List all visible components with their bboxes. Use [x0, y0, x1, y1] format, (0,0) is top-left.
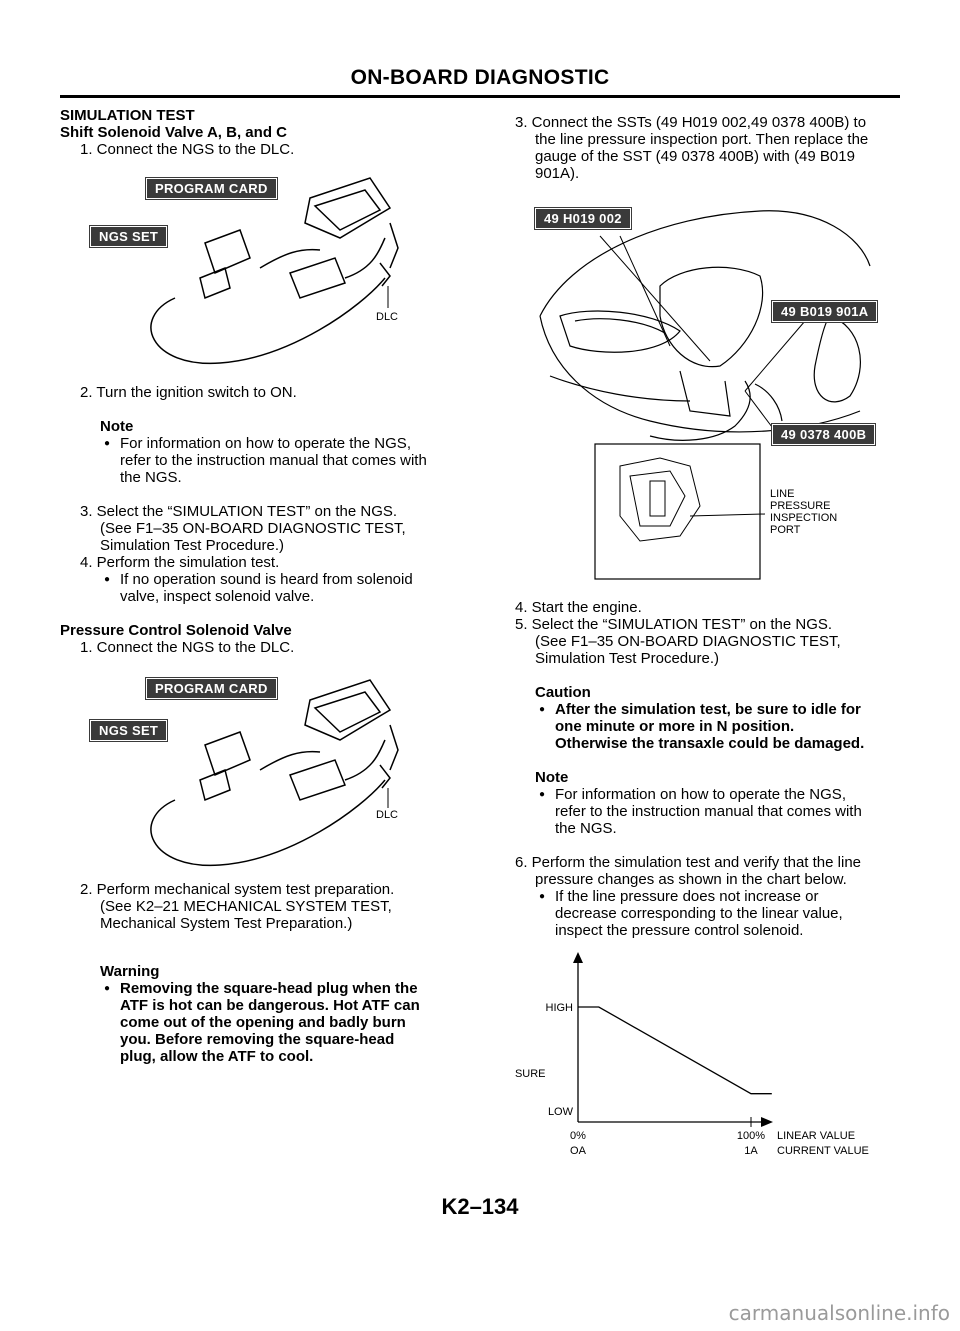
left-intro: SIMULATION TEST Shift Solenoid Valve A, …: [60, 107, 480, 158]
sst-tag-h019: 49 H019 002: [534, 207, 632, 230]
y-tick-low: LOW: [548, 1106, 574, 1118]
right-step-6-line-1: 6. Perform the simulation test and verif…: [515, 854, 862, 871]
ngs-diagram-2: [150, 679, 399, 867]
warning-line-1: Removing the square-head plug when the: [120, 980, 418, 997]
ngs-set-tag-1: NGS SET: [88, 225, 169, 248]
x-tick-0-current: OA: [570, 1145, 587, 1157]
ngs-connection-figure-1: PROGRAM CARD NGS SET DLC: [88, 168, 420, 378]
right-step-5-line-3: Simulation Test Procedure.): [535, 650, 719, 667]
step-6-bullet: If the line pressure does not increase o…: [539, 888, 900, 939]
x-tick-0-linear: 0%: [570, 1130, 586, 1142]
right-step-3-line-1: 3. Connect the SSTs (49 H019 002,49 0378…: [515, 114, 867, 131]
y-tick-high: HIGH: [546, 1002, 574, 1014]
right-note-line-2: refer to the instruction manual that com…: [555, 803, 862, 820]
program-card-tag-1: PROGRAM CARD: [145, 177, 278, 200]
x-tick-100-current: 1A: [744, 1145, 758, 1157]
page-number: K2–134: [441, 1194, 519, 1219]
right-step-3-line-4: 901A).: [535, 165, 580, 182]
shift-solenoid-subtitle: Shift Solenoid Valve A, B, and C: [60, 124, 287, 141]
pcv-step-1: 1. Connect the NGS to the DLC.: [80, 639, 295, 656]
left-note-line-2: refer to the instruction manual that com…: [120, 452, 427, 469]
left-step-3-line-3: Simulation Test Procedure.): [100, 537, 284, 554]
pcv-step-2-line-1: 2. Perform mechanical system test prepar…: [80, 881, 395, 898]
right-steps-block: 4. Start the engine. 5. Select the “SIMU…: [515, 599, 900, 939]
right-note-line-3: the NGS.: [555, 820, 617, 837]
left-step-4-bullet-line-2: valve, inspect solenoid valve.: [120, 588, 315, 605]
step-6-bullet-line-2: decrease corresponding to the linear val…: [555, 905, 843, 922]
left-steps-block: 2. Turn the ignition switch to ON. Note …: [60, 384, 490, 656]
program-card-tag-2: PROGRAM CARD: [145, 677, 278, 700]
simulation-test-title: SIMULATION TEST: [60, 107, 195, 124]
caution-line-3: Otherwise the transaxle could be damaged…: [555, 735, 865, 752]
sst-tag-b019: 49 B019 901A: [770, 300, 879, 323]
warning-line-3: come out of the opening and badly burn: [120, 1014, 406, 1031]
ngs-set-tag-2: NGS SET: [88, 719, 169, 742]
right-note-line-1: For information on how to operate the NG…: [555, 786, 846, 803]
warning-label: Warning: [100, 963, 160, 980]
line-pressure-series: [578, 1006, 772, 1095]
left-note-bullet: For information on how to operate the NG…: [104, 435, 490, 486]
port-label-line-4: PORT: [770, 524, 801, 536]
left-step-4-bullet-line-1: If no operation sound is heard from sole…: [120, 571, 413, 588]
right-step-5-line-1: 5. Select the “SIMULATION TEST” on the N…: [515, 616, 833, 633]
pcv-step-2-line-2: (See K2–21 MECHANICAL SYSTEM TEST,: [100, 898, 392, 915]
left-note-line-3: the NGS.: [120, 469, 182, 486]
right-note-label: Note: [535, 769, 569, 786]
pressure-control-title: Pressure Control Solenoid Valve: [60, 622, 292, 639]
left-step-4: 4. Perform the simulation test.: [80, 554, 280, 571]
left-step-3-line-2: (See F1–35 ON-BOARD DIAGNOSTIC TEST,: [100, 520, 406, 537]
caution-line-1: After the simulation test, be sure to id…: [555, 701, 861, 718]
line-pressure-chart: HIGH LOW LINE PRESSURE 0% OA 100% 1A LIN…: [515, 952, 869, 1157]
right-step-6-line-2: pressure changes as shown in the chart b…: [535, 871, 847, 888]
caution-label: Caution: [535, 684, 591, 701]
x-axis-label-current: CURRENT VALUE: [777, 1145, 869, 1157]
caution-line-2: one minute or more in N position.: [555, 718, 795, 735]
pcv-step-2-line-3: Mechanical System Test Preparation.): [100, 915, 353, 932]
warning-line-2: ATF is hot can be dangerous. Hot ATF can: [120, 997, 420, 1014]
x-axis-arrow: [761, 1117, 773, 1127]
ngs-diagram-1: [150, 177, 399, 365]
left-step-1: 1. Connect the NGS to the DLC.: [80, 141, 295, 158]
left-note-line-1: For information on how to operate the NG…: [120, 435, 411, 452]
dlc-label-1: DLC: [376, 311, 399, 323]
warning-bullet: Removing the square-head plug when the A…: [104, 980, 490, 1065]
dlc-label-2: DLC: [376, 809, 399, 821]
y-axis-arrow: [573, 952, 583, 963]
line-pressure-port-label: LINE PRESSURE INSPECTION PORT: [770, 488, 837, 536]
watermark: carmanualsonline.info: [728, 1301, 950, 1325]
right-step-3-line-2: the line pressure inspection port. Then …: [535, 131, 869, 148]
sst-connection-figure: 49 H019 002 49 B019 901A 49 0378 400B LI…: [530, 196, 879, 586]
port-label-line-2: PRESSURE: [770, 500, 831, 512]
header-rule: [60, 95, 900, 98]
right-step-3: 3. Connect the SSTs (49 H019 002,49 0378…: [515, 114, 900, 182]
warning-line-5: plug, allow the ATF to cool.: [120, 1048, 314, 1065]
left-bottom-block: 2. Perform mechanical system test prepar…: [60, 881, 490, 1065]
x-axis-label-linear: LINEAR VALUE: [777, 1130, 855, 1142]
sst-tag-0378: 49 0378 400B: [770, 423, 877, 446]
car-front-diagram: [539, 210, 871, 580]
left-step-2: 2. Turn the ignition switch to ON.: [80, 384, 297, 401]
left-step-4-bullet: If no operation sound is heard from sole…: [104, 571, 490, 605]
right-note-bullet: For information on how to operate the NG…: [539, 786, 900, 837]
y-axis-label-line-2: PRESSURE: [515, 1068, 546, 1080]
ngs-connection-figure-2: PROGRAM CARD NGS SET DLC: [88, 670, 420, 875]
warning-line-4: you. Before removing the square-head: [120, 1031, 395, 1048]
left-note-label: Note: [100, 418, 134, 435]
x-tick-100-linear: 100%: [737, 1130, 765, 1142]
port-label-line-1: LINE: [770, 488, 795, 500]
step-6-bullet-line-3: inspect the pressure control solenoid.: [555, 922, 804, 939]
right-step-5-line-2: (See F1–35 ON-BOARD DIAGNOSTIC TEST,: [535, 633, 841, 650]
port-label-line-3: INSPECTION: [770, 512, 838, 524]
step-6-bullet-line-1: If the line pressure does not increase o…: [555, 888, 819, 905]
caution-bullet: After the simulation test, be sure to id…: [539, 701, 900, 752]
page-header: ON-BOARD DIAGNOSTIC: [350, 66, 610, 89]
right-step-3-line-3: gauge of the SST (49 0378 400B) with (49…: [535, 148, 855, 165]
left-step-3-line-1: 3. Select the “SIMULATION TEST” on the N…: [80, 503, 398, 520]
right-step-4: 4. Start the engine.: [515, 599, 642, 616]
